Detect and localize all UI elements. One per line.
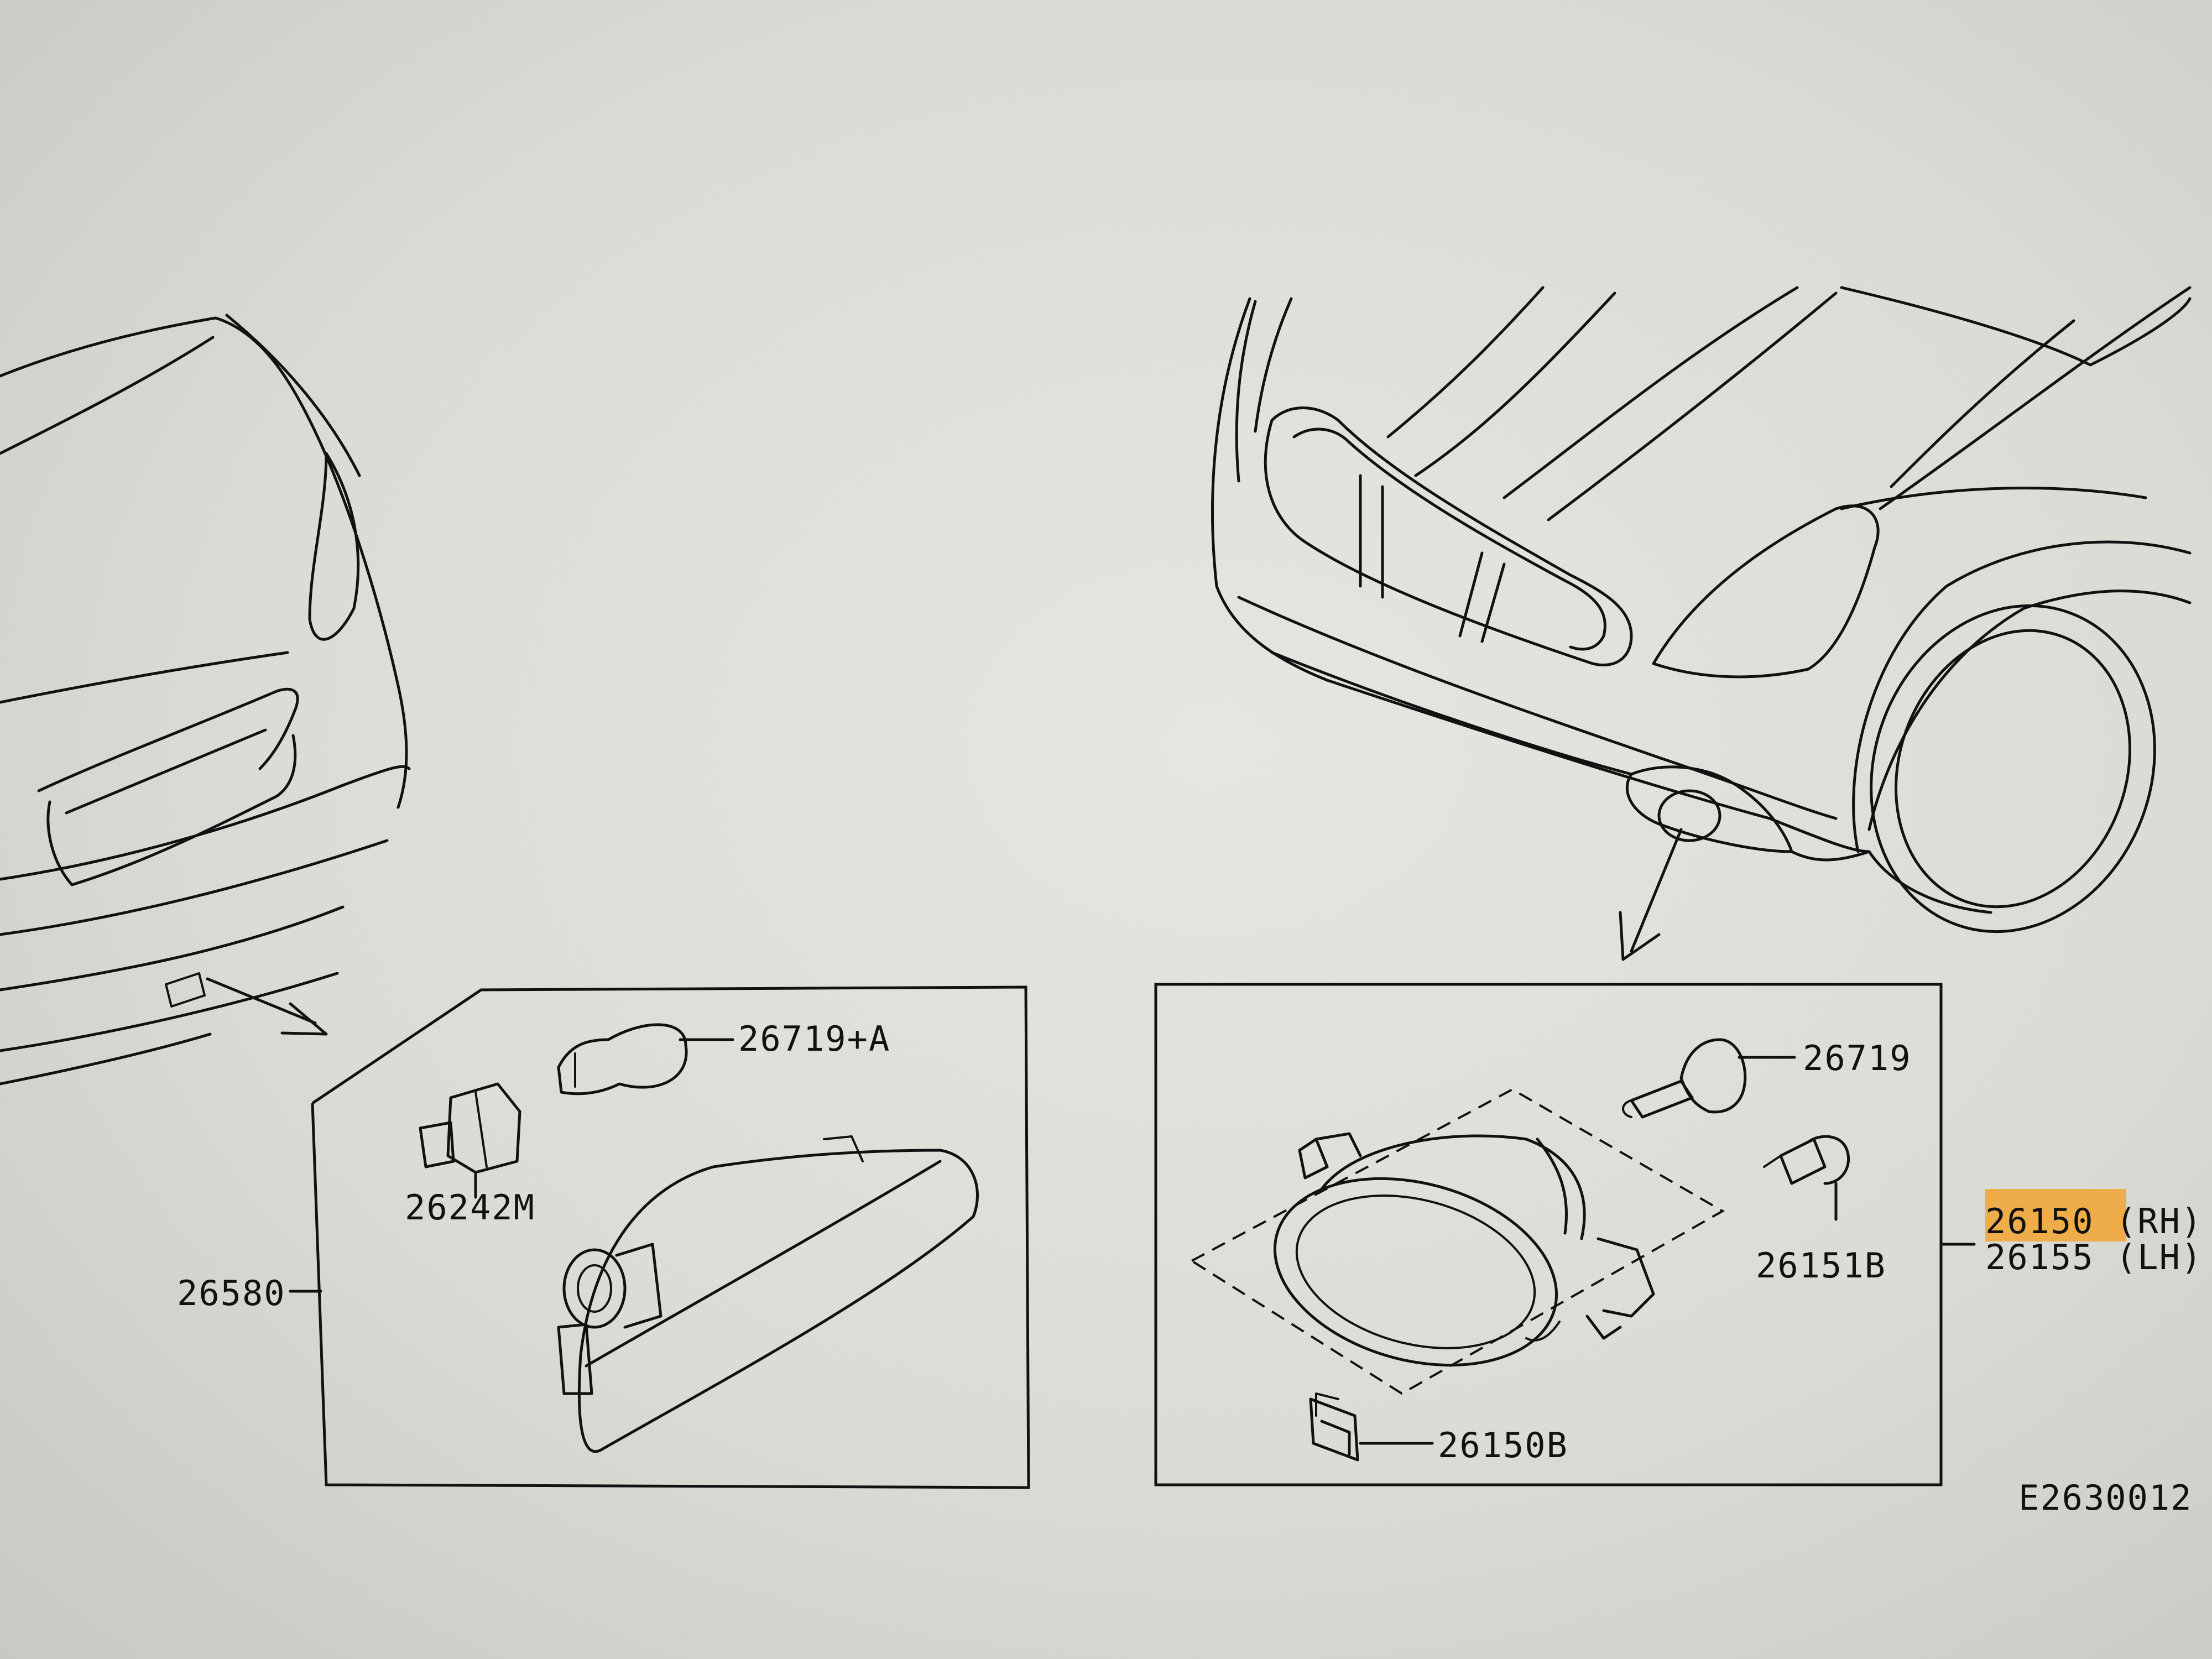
label-26155-lh: 26155 (LH) <box>1985 1237 2203 1277</box>
fog-lamp-box <box>1154 983 1976 1486</box>
rear-lamp-body-drawing <box>557 1135 979 1453</box>
fog-lamp-drawing <box>1273 1132 1655 1367</box>
rear-car-outline <box>0 314 411 1086</box>
label-26719: 26719 <box>1803 1038 1912 1078</box>
label-26580: 26580 <box>177 1273 286 1313</box>
rear-lamp-box <box>289 985 1030 1489</box>
part-highlight <box>1985 1189 2126 1241</box>
clip-drawing <box>1309 1392 1434 1462</box>
label-26151b: 26151B <box>1756 1245 1886 1286</box>
rear-socket-drawing <box>419 1082 521 1199</box>
label-26242m: 26242M <box>405 1187 535 1228</box>
screw-drawing <box>1763 1135 1850 1221</box>
front-car-outline <box>1211 286 2192 961</box>
figure-code: E2630012 <box>2018 1478 2193 1518</box>
label-26150-rh: 26150 (RH) <box>1985 1201 2203 1241</box>
label-26719-a: 26719+A <box>738 1019 890 1059</box>
fog-bulb-drawing <box>1622 1038 1796 1119</box>
rear-bulb-drawing <box>557 1023 734 1095</box>
label-26150b: 26150B <box>1438 1425 1568 1465</box>
